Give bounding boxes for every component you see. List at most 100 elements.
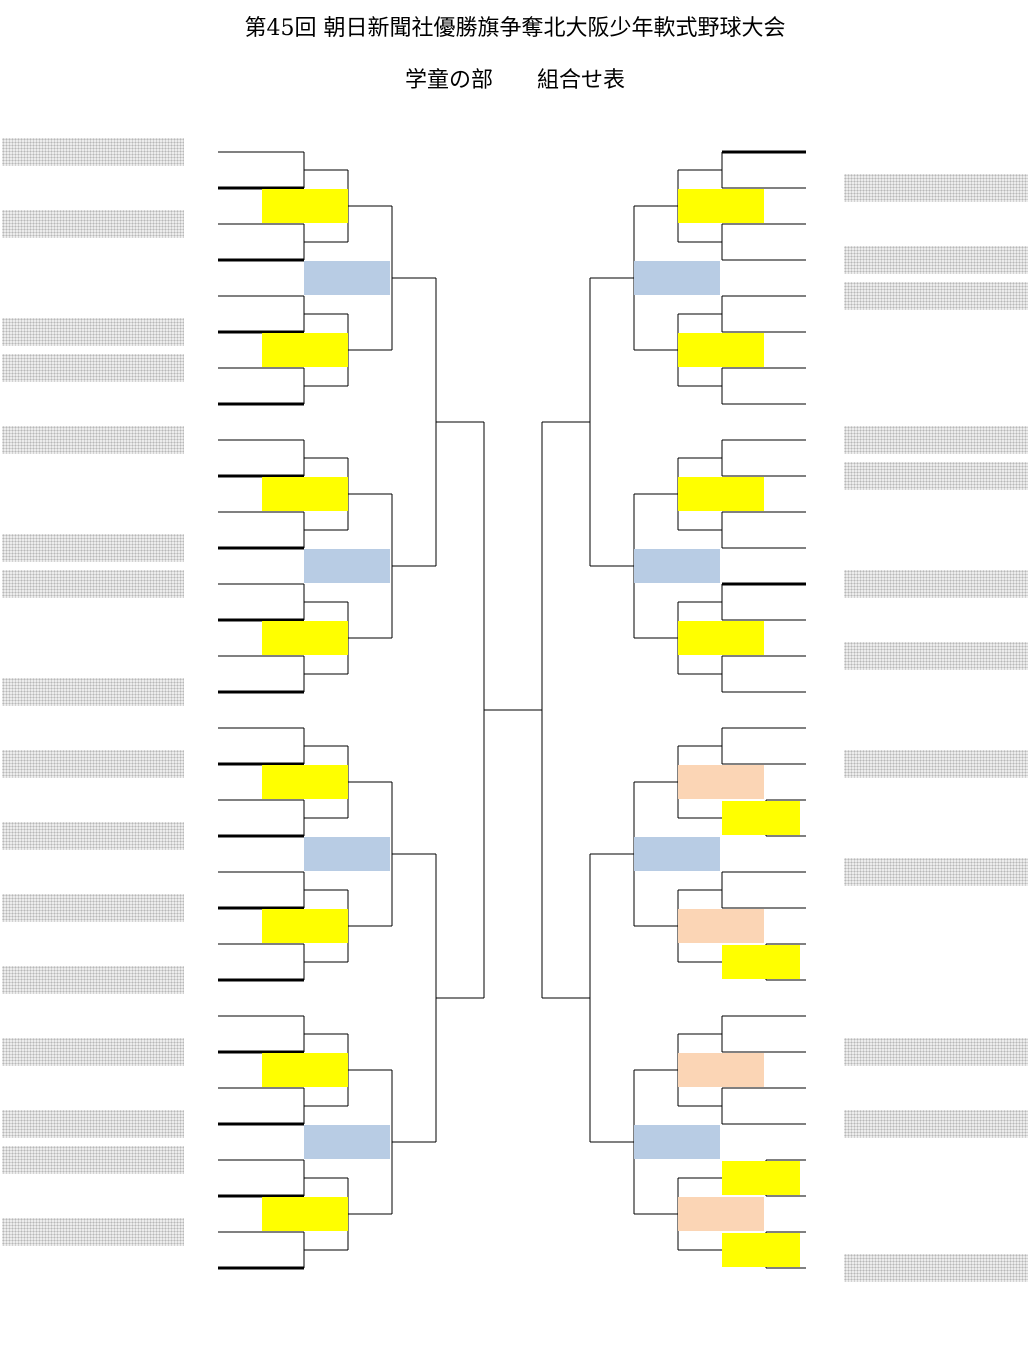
seed-number	[812, 570, 834, 598]
seed-number	[812, 354, 834, 382]
team-name-left	[2, 210, 184, 238]
team-name-left	[2, 1038, 184, 1066]
team-name-right	[844, 894, 1028, 922]
team-name-right	[844, 642, 1028, 670]
match-box-right	[678, 333, 764, 367]
team-name-right	[844, 498, 1028, 526]
match-box-right	[634, 549, 720, 583]
seed-number	[812, 1110, 834, 1138]
team-name-right	[844, 786, 1028, 814]
seed-number	[812, 714, 834, 742]
team-name-right	[844, 426, 1028, 454]
seed-number	[192, 1038, 214, 1066]
team-name-left	[2, 246, 184, 274]
match-box-left	[262, 1197, 348, 1231]
seed-number	[812, 390, 834, 418]
seed-number	[192, 894, 214, 922]
team-name-right	[844, 1218, 1028, 1246]
team-name-left	[2, 822, 184, 850]
match-box-left	[262, 189, 348, 223]
team-name-left	[2, 462, 184, 490]
seed-number	[812, 1002, 834, 1030]
team-name-right	[844, 714, 1028, 742]
team-name-right	[844, 1146, 1028, 1174]
seed-number	[812, 1074, 834, 1102]
page-subtitle: 学童の部 組合せ表	[404, 68, 625, 93]
team-name-left	[2, 1074, 184, 1102]
team-name-right	[844, 1254, 1028, 1282]
team-name-left	[2, 534, 184, 562]
team-name-left	[2, 606, 184, 634]
prelim-box	[722, 801, 800, 835]
seed-number	[192, 354, 214, 382]
seed-number	[192, 318, 214, 346]
seed-number	[192, 1146, 214, 1174]
seed-number	[812, 426, 834, 454]
team-name-left	[2, 966, 184, 994]
seed-number	[192, 822, 214, 850]
team-name-right	[844, 930, 1028, 958]
team-name-right	[844, 138, 1028, 166]
seed-number	[192, 210, 214, 238]
team-name-right	[844, 858, 1028, 886]
seed-number	[192, 1254, 214, 1282]
seed-number	[192, 138, 214, 166]
seed-number	[192, 534, 214, 562]
seed-number	[192, 1110, 214, 1138]
match-box-left	[262, 333, 348, 367]
team-name-right	[844, 750, 1028, 778]
seed-number	[192, 246, 214, 274]
team-name-left	[2, 570, 184, 598]
seed-number	[812, 498, 834, 526]
team-name-left	[2, 390, 184, 418]
team-name-right	[844, 174, 1028, 202]
seed-number	[812, 678, 834, 706]
match-box-right	[634, 1125, 720, 1159]
seed-number	[192, 678, 214, 706]
team-name-right	[844, 390, 1028, 418]
team-name-right	[844, 246, 1028, 274]
match-box-left	[304, 261, 390, 295]
seed-number	[812, 318, 834, 346]
team-name-right	[844, 822, 1028, 850]
team-name-right	[844, 1074, 1028, 1102]
match-box-right	[678, 1053, 764, 1087]
match-box-right	[678, 621, 764, 655]
team-name-right	[844, 1038, 1028, 1066]
match-box-left	[262, 1053, 348, 1087]
team-name-left	[2, 642, 184, 670]
team-name-right	[844, 282, 1028, 310]
match-box-left	[304, 1125, 390, 1159]
match-box-left	[262, 909, 348, 943]
team-name-left	[2, 1254, 184, 1282]
team-name-left	[2, 354, 184, 382]
seed-number	[192, 390, 214, 418]
team-name-left	[2, 1002, 184, 1030]
team-name-right	[844, 1002, 1028, 1030]
team-name-left	[2, 1110, 184, 1138]
team-name-right	[844, 606, 1028, 634]
seed-number	[812, 1182, 834, 1210]
seed-number	[192, 1074, 214, 1102]
team-name-left	[2, 678, 184, 706]
team-name-left	[2, 786, 184, 814]
match-box-right	[678, 1197, 764, 1231]
seed-number	[812, 894, 834, 922]
seed-number	[812, 246, 834, 274]
match-box-left	[304, 837, 390, 871]
team-name-right	[844, 462, 1028, 490]
team-name-right	[844, 966, 1028, 994]
seed-number	[812, 642, 834, 670]
seed-number	[192, 606, 214, 634]
seed-number	[812, 1254, 834, 1282]
team-name-left	[2, 894, 184, 922]
page-title: 第45回 朝日新聞社優勝旗争奪北大阪少年軟式野球大会	[244, 16, 786, 41]
seed-number	[192, 282, 214, 310]
team-name-right	[844, 1110, 1028, 1138]
match-box-left	[304, 549, 390, 583]
team-name-left	[2, 930, 184, 958]
team-name-right	[844, 678, 1028, 706]
team-name-right	[844, 534, 1028, 562]
team-name-left	[2, 282, 184, 310]
team-name-right	[844, 570, 1028, 598]
